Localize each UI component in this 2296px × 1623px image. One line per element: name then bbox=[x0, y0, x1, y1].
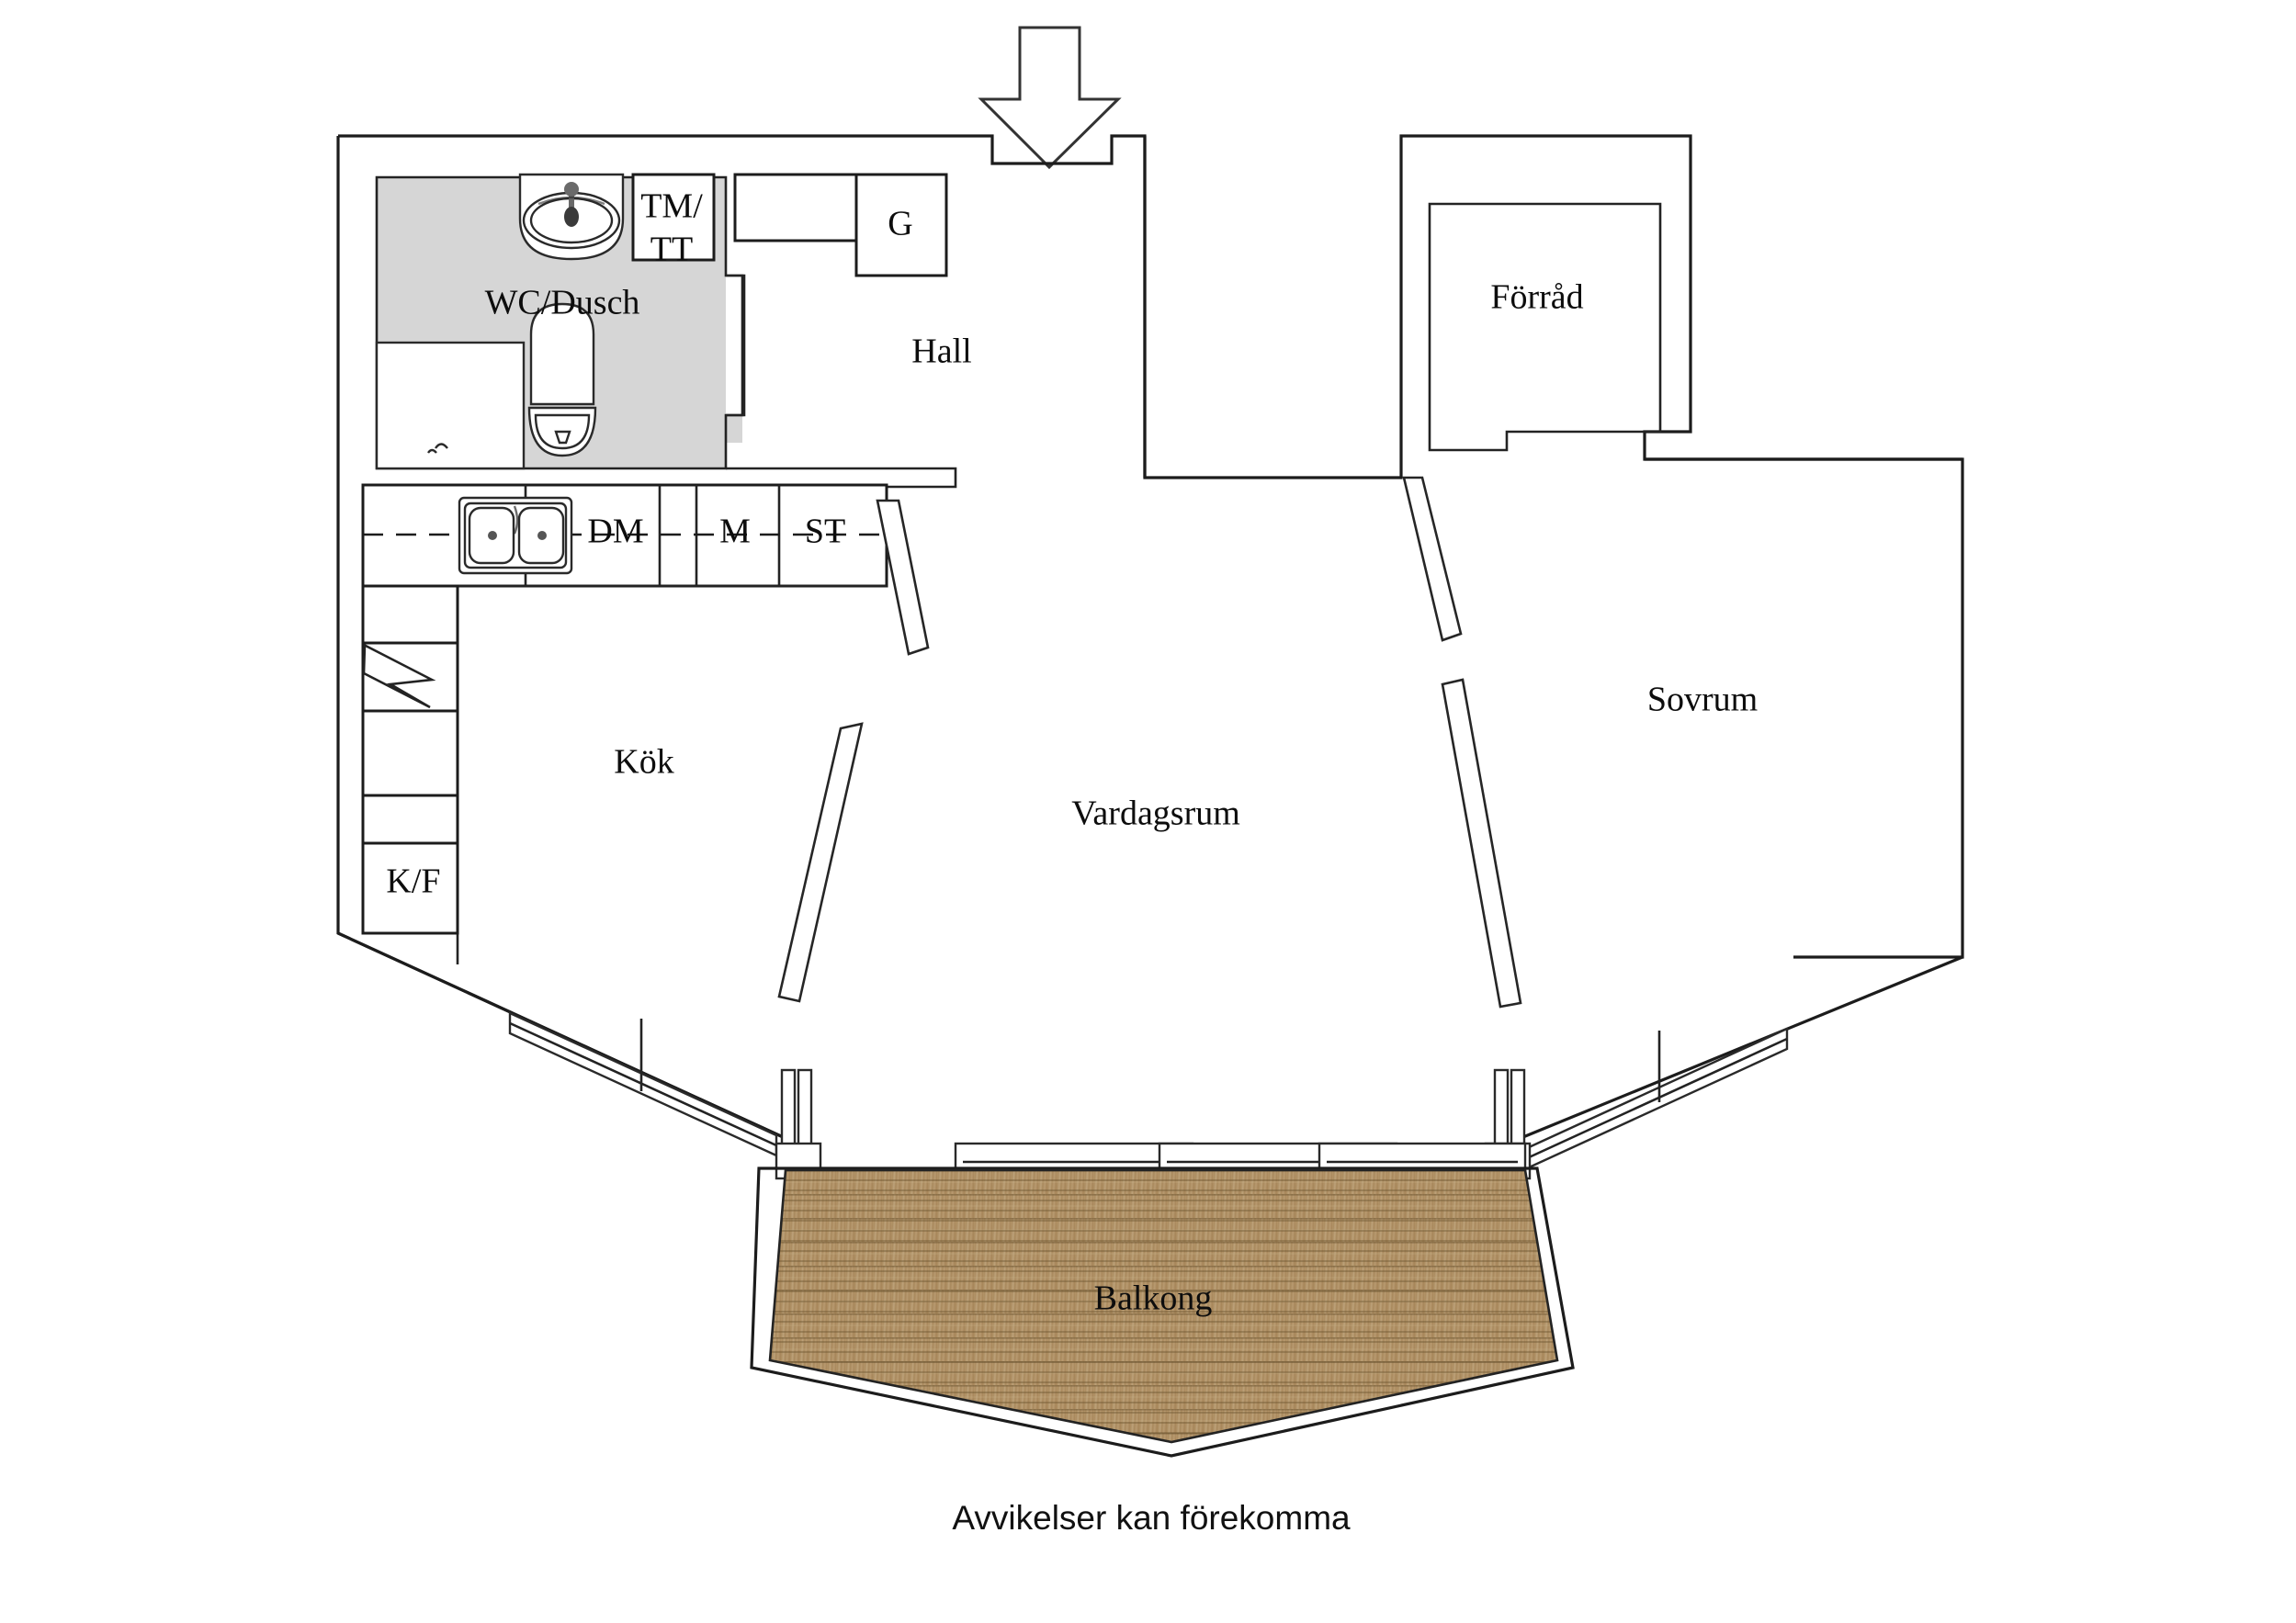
room-label-balkong: Balkong bbox=[1094, 1279, 1213, 1318]
door-forrad bbox=[1402, 476, 1463, 642]
room-label-kok: Kök bbox=[614, 743, 673, 782]
window-bedroom-right bbox=[1525, 1027, 1789, 1170]
appliance-label-dm: DM bbox=[587, 513, 643, 551]
shower-area bbox=[375, 341, 526, 470]
door-kitchen-livingroom bbox=[777, 722, 864, 1003]
room-labels: WC/Dusch Hall Förråd Kök Vardagsrum Sovr… bbox=[485, 278, 1759, 1318]
appliance-label-g: G bbox=[888, 205, 912, 243]
room-label-sovrum: Sovrum bbox=[1647, 681, 1758, 719]
appliance-label-tm: TM/ bbox=[640, 187, 703, 226]
entrance-arrow-icon bbox=[978, 26, 1122, 170]
washbasin-icon bbox=[518, 173, 625, 261]
window-kitchen-left bbox=[508, 1011, 778, 1157]
room-label-vardagsrum: Vardagsrum bbox=[1071, 795, 1240, 833]
disclaimer-caption: Avvikelser kan förekomma bbox=[952, 1499, 1351, 1537]
room-label-hall: Hall bbox=[911, 332, 971, 371]
hall-partition-walls bbox=[726, 274, 957, 489]
appliance-tm-tt: TM/ TT bbox=[631, 173, 716, 269]
double-sink-icon bbox=[458, 496, 573, 575]
toilet-icon bbox=[527, 302, 597, 457]
appliance-label-st: ST bbox=[805, 513, 845, 551]
appliance-label-m: M bbox=[719, 513, 751, 551]
door-bedroom bbox=[1441, 678, 1522, 1009]
room-label-forrad: Förråd bbox=[1490, 278, 1583, 317]
appliance-label-tt: TT bbox=[650, 231, 693, 269]
hall-closets: G bbox=[733, 173, 948, 277]
kitchen-left-cabinets: K/F bbox=[361, 584, 459, 935]
balcony-door-left bbox=[775, 1068, 822, 1180]
room-label-wc-dusch: WC/Dusch bbox=[485, 284, 640, 322]
stove-hob-icon bbox=[361, 641, 459, 713]
door-hall-kitchen bbox=[876, 499, 930, 656]
appliance-label-kf: K/F bbox=[386, 862, 440, 901]
room-forrad-walls bbox=[1428, 202, 1662, 452]
